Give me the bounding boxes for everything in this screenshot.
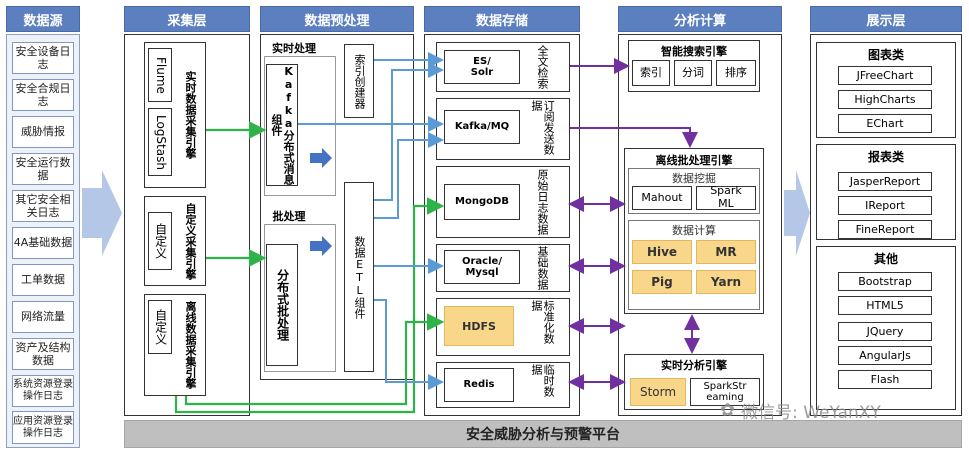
es-solr-box: ES/ Solr [444,50,520,84]
realtime-collect-label: 实时数据采集引擎 [184,71,198,159]
oracle-mysql-box: Oracle/ Mysql [444,250,520,284]
redis-box: Redis [444,368,514,402]
header-analysis: 分析计算 [618,6,782,32]
offline-to-hdfs-arrow [184,313,445,406]
chart-item: EChart [838,114,932,133]
index-builder-box: 索引创建器 [344,44,374,118]
etl-to-redis-arrow [374,299,444,390]
chart-item: HighCharts [838,90,932,109]
batch-process-title: 批处理 [272,210,306,223]
watermark-text: 微信号: WeYanXY [741,402,881,423]
kafka-component-box: Kafka分布式消息组件 [266,64,298,186]
source-item: 工单数据 [12,264,74,296]
flume-box: Flume [148,48,172,102]
flow-arrow-left [82,170,122,256]
other-item: Flash [838,370,932,389]
hdfs-box: HDFS [444,306,514,346]
source-item: 安全设备日志 [12,42,74,74]
header-preprocess: 数据预处理 [260,6,414,32]
source-item: 安全合规日志 [12,79,74,111]
other-item: AngularJs [838,346,932,365]
batch-engine-title: 离线批处理引擎 [655,154,733,167]
mongodb-desc: 原始日志数据 [536,169,550,235]
etl-component-box: 数据ETL组件 [344,182,374,372]
other-item: JQuery [838,322,932,341]
storm-box: Storm [630,378,686,406]
kafka-mq-box: Kafka/MQ [444,110,520,144]
header-source: 数据源 [6,6,80,32]
mr-box: MR [696,240,756,264]
report-item: IReport [838,196,932,215]
spark-ml-box: Spark ML [696,185,756,210]
wechat-icon: ✿ [720,399,736,421]
custom-tool-box: 自定义 [148,212,172,270]
kafka-desc: 订阅发送数据 [530,100,556,155]
flow-arrow-right [784,170,810,256]
platform-bar: 安全威胁分析与预警平台 [124,420,962,448]
source-item: 其它安全相关日志 [12,190,74,222]
other-item: Bootstrap [838,272,932,291]
hdfs-desc: 标准化数据 [530,300,556,344]
offline-to-storage-arrow [174,197,445,414]
custom-collect-label: 自定义采集引擎 [184,202,198,280]
source-item: 威胁情报 [12,116,74,148]
pig-box: Pig [632,270,692,294]
report-title: 报表类 [867,150,904,164]
other-title: 其他 [873,252,898,266]
offline-collect-label: 离线数据采集引擎 [184,301,198,389]
search-tokenize-box: 分词 [674,60,712,86]
yarn-box: Yarn [696,270,756,294]
batch-component-box: 分布式批处理 [266,244,298,366]
report-item: FineReport [838,220,932,239]
realtime-engine-title: 实时分析引擎 [661,359,727,372]
source-item: 安全运行数据 [12,153,74,185]
other-item: HTML5 [838,296,932,315]
es-desc: 全文检索 [536,45,550,89]
search-sort-box: 排序 [716,60,756,86]
compute-title: 数据计算 [672,224,716,237]
source-item: 应用资源登录操作日志 [12,411,74,444]
watermark: ✿ 微信号: WeYanXY [720,398,950,423]
kafka-to-etl-arrow [310,148,332,168]
search-engine-title: 智能搜索引擎 [661,45,727,58]
redis-desc: 临时数据 [530,364,556,397]
realtime-process-title: 实时处理 [272,42,316,55]
mahout-box: Mahout [632,186,692,210]
source-item: 资产及结构数据 [12,338,74,370]
header-storage: 数据存储 [424,6,580,32]
mongodb-box: MongoDB [444,184,520,220]
etl-to-mongodb-arrow [374,132,444,219]
header-collect: 采集层 [124,6,250,32]
logstash-box: LogStash [148,108,172,176]
search-index-box: 索引 [632,60,670,86]
mining-title: 数据挖掘 [672,172,716,185]
kafka-to-batch-arrow [570,127,698,148]
report-item: JasperReport [838,172,932,191]
source-item: 4A基础数据 [12,227,74,259]
header-display: 展示层 [810,6,962,32]
source-item: 系统资源登录操作日志 [12,375,74,407]
oracle-desc: 基础数据 [536,246,550,290]
chart-title: 图表类 [867,48,904,62]
source-item: 网络流量 [12,301,74,333]
spark-streaming-box: SparkStr eaming [690,378,760,406]
compute-group [628,220,760,310]
offline-tool-box: 自定义 [148,300,172,354]
batch-to-etl-arrow [310,236,332,256]
etl-to-es-arrow [374,62,444,201]
hive-box: Hive [632,240,692,264]
chart-item: JFreeChart [838,66,932,85]
